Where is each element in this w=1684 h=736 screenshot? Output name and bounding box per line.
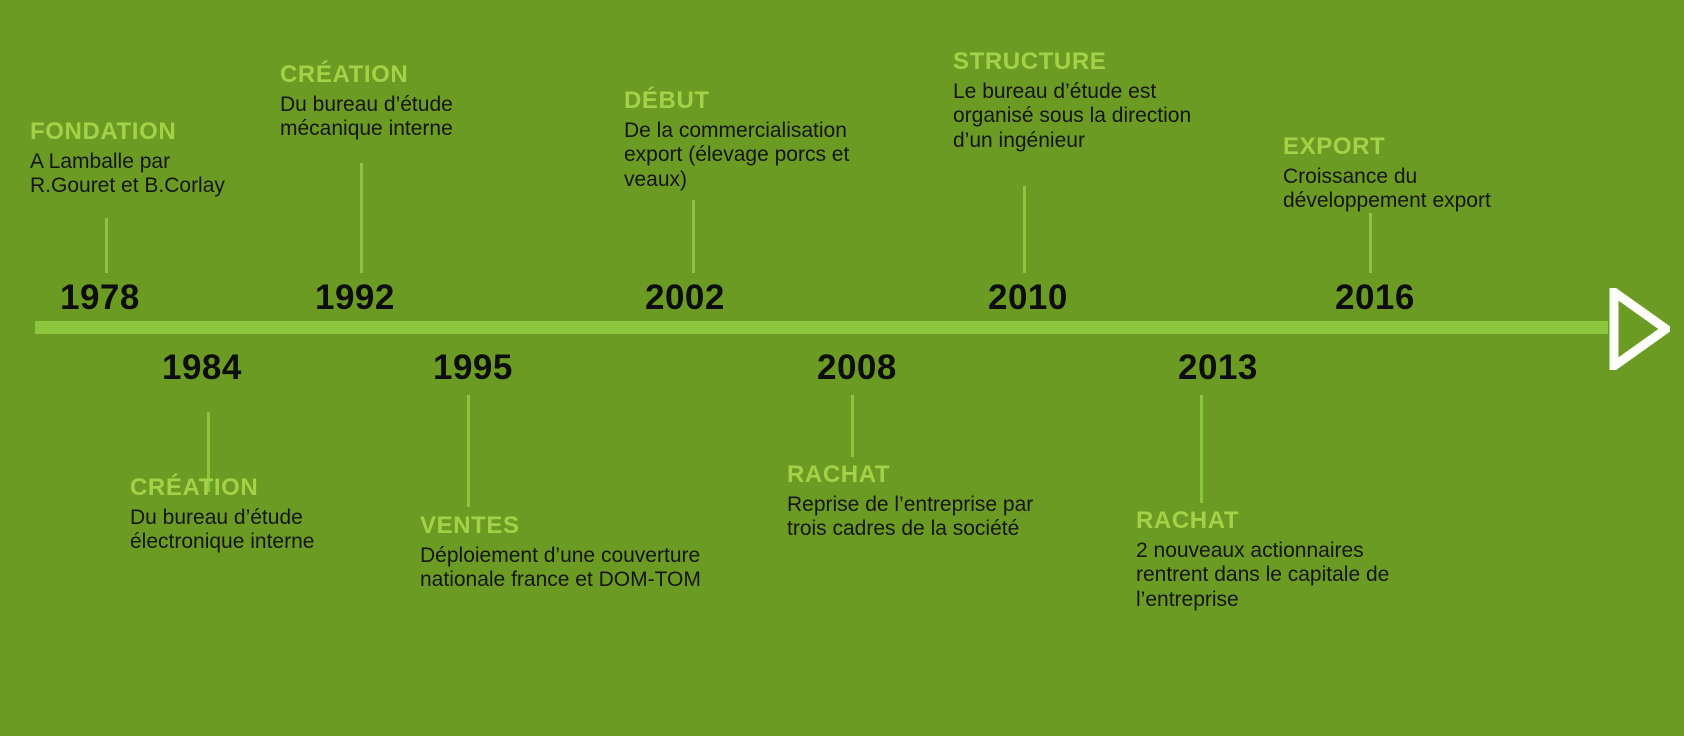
event-title-2010: STRUCTURE	[953, 48, 1107, 75]
event-description-2002: De la commercialisation export (élevage …	[624, 118, 850, 192]
event-year-2008: 2008	[817, 348, 897, 387]
event-title-2016: EXPORT	[1283, 133, 1386, 160]
timeline-axis-bar	[35, 321, 1608, 334]
event-block-2013: RACHAT 2 nouveaux actionnaires rentrent …	[1136, 507, 1436, 613]
event-description-2016: Croissance du développement export	[1283, 164, 1491, 213]
event-stem-2002	[692, 200, 695, 273]
event-description-1992: Du bureau d’étude mécanique interne	[280, 92, 453, 141]
event-title-1984: CRÉATION	[130, 474, 259, 501]
event-stem-1978	[105, 218, 108, 273]
event-description-1995: Déploiement d’une couverture nationale f…	[420, 543, 701, 592]
event-stem-1992	[360, 163, 363, 273]
event-description-1978: A Lamballe par R.Gouret et B.Corlay	[30, 149, 225, 198]
event-description-2013: 2 nouveaux actionnaires rentrent dans le…	[1136, 538, 1390, 612]
event-block-2002: DÉBUT De la commercialisation export (él…	[624, 87, 879, 193]
event-year-1978: 1978	[60, 278, 140, 317]
event-block-2016: EXPORT Croissance du développement expor…	[1283, 133, 1543, 214]
event-description-2010: Le bureau d’étude est organisé sous la d…	[953, 79, 1192, 153]
event-description-1984: Du bureau d’étude électronique interne	[130, 505, 315, 554]
event-stem-1984	[207, 412, 210, 492]
event-block-2008: RACHAT Reprise de l’entreprise par trois…	[787, 461, 1077, 542]
event-block-1978: FONDATION A Lamballe par R.Gouret et B.C…	[30, 118, 280, 199]
event-block-2010: STRUCTURE Le bureau d’étude est organisé…	[953, 48, 1233, 154]
event-title-1992: CRÉATION	[280, 61, 409, 88]
event-title-2002: DÉBUT	[624, 87, 710, 114]
event-block-1992: CRÉATION Du bureau d’étude mécanique int…	[280, 61, 530, 142]
event-stem-2008	[851, 395, 854, 457]
event-stem-2013	[1200, 395, 1203, 503]
event-year-2010: 2010	[988, 278, 1068, 317]
event-year-1992: 1992	[315, 278, 395, 317]
event-stem-1995	[467, 395, 470, 507]
event-title-1995: VENTES	[420, 512, 520, 539]
event-year-1995: 1995	[433, 348, 513, 387]
event-stem-2010	[1023, 186, 1026, 273]
event-title-1978: FONDATION	[30, 118, 177, 145]
event-stem-2016	[1369, 213, 1372, 273]
event-year-2013: 2013	[1178, 348, 1258, 387]
event-year-2002: 2002	[645, 278, 725, 317]
event-block-1995: VENTES Déploiement d’une couverture nati…	[420, 512, 750, 593]
event-year-2016: 2016	[1335, 278, 1415, 317]
event-description-2008: Reprise de l’entreprise par trois cadres…	[787, 492, 1034, 541]
event-year-1984: 1984	[162, 348, 242, 387]
event-title-2013: RACHAT	[1136, 507, 1240, 534]
event-block-1984: CRÉATION Du bureau d’étude électronique …	[130, 474, 395, 555]
timeline-arrow-icon	[1608, 283, 1674, 375]
event-title-2008: RACHAT	[787, 461, 891, 488]
